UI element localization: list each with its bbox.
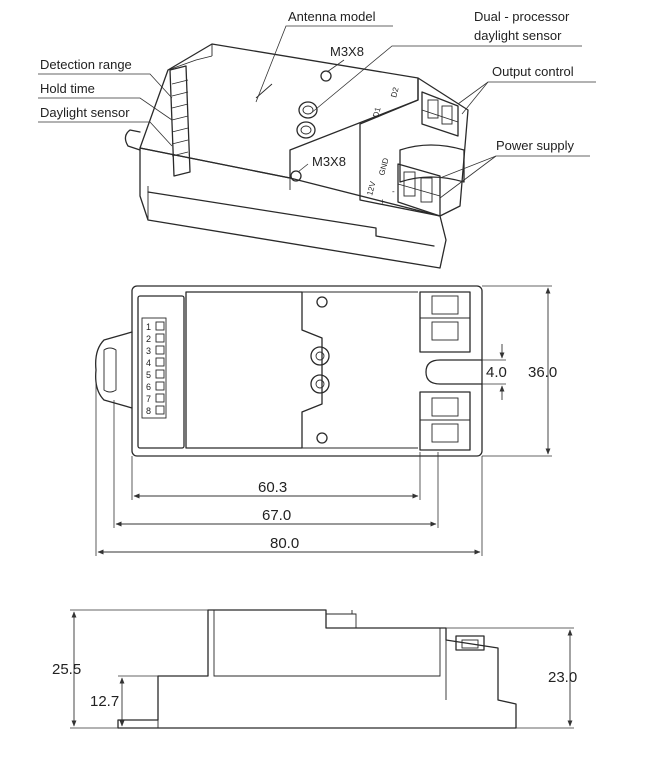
dip-number: 8 (146, 406, 151, 416)
iso-right-body (359, 77, 469, 217)
screw-top-label: M3X8 (330, 44, 364, 59)
dip-number: 7 (146, 394, 151, 404)
callout-antenna-model: Antenna model (288, 9, 376, 24)
top-dip-switch (141, 317, 167, 419)
side-view: 25.5 12.7 23.0 (52, 609, 577, 729)
callout-detection-range: Detection range (40, 57, 132, 72)
callout-dual-processor: Dual - processor (474, 9, 570, 24)
callout-daylight-sensor: Daylight sensor (40, 105, 130, 120)
screw-mid-label: M3X8 (312, 154, 346, 169)
dim-670-label: 67.0 (262, 507, 291, 524)
top-dip-area (137, 295, 185, 449)
dim-slot-label: 4.0 (486, 364, 507, 381)
callout-output-control: Output control (492, 64, 574, 79)
terminal-minus-label: - (392, 187, 395, 196)
top-screw-lower (316, 432, 328, 444)
dip-number: 6 (146, 382, 151, 392)
dip-number: 3 (146, 346, 151, 356)
iso-sensor-lenses (296, 101, 318, 139)
power-terminal-block (397, 163, 441, 217)
dim-603-label: 60.3 (258, 479, 287, 496)
dim-800-label: 80.0 (270, 535, 299, 552)
dip-number: 2 (146, 334, 151, 344)
output-terminal-block (421, 91, 459, 137)
dip-switch-levers (155, 321, 165, 415)
top-outline (131, 285, 483, 457)
iso-dip-switch (169, 65, 191, 177)
side-terminal (455, 635, 485, 651)
iso-screw-mid (290, 170, 302, 182)
dim-255-label: 25.5 (52, 661, 81, 678)
top-sensor-lenses (310, 346, 330, 394)
terminal-d2-label: D2 (389, 86, 400, 99)
callout-power-supply: Power supply (496, 138, 575, 153)
dim-127-label: 12.7 (90, 693, 119, 710)
terminal-12v-label: 12V (365, 180, 378, 197)
dip-number: 1 (146, 322, 151, 332)
dip-switch-numbers: 1 2 3 4 5 6 7 8 (146, 322, 151, 416)
top-wire-slot (425, 359, 483, 385)
terminal-d1-label: D1 (371, 106, 382, 119)
terminal-plus-label: + (380, 197, 385, 206)
top-view: 1 2 3 4 5 6 7 8 (95, 285, 557, 556)
callout-daylight-sensor-line2: daylight sensor (474, 28, 562, 43)
dim-width-label: 36.0 (528, 364, 557, 381)
dip-number: 4 (146, 358, 151, 368)
top-center-module (185, 291, 323, 449)
top-terminal-output (419, 291, 471, 353)
dip-number: 5 (146, 370, 151, 380)
top-mounting-tab (95, 331, 133, 409)
iso-screw-top (320, 70, 332, 82)
iso-base (139, 147, 447, 269)
dim-230-label: 23.0 (548, 669, 577, 686)
terminal-gnd-label: GND (377, 157, 390, 177)
top-terminal-power (419, 391, 471, 451)
iso-mounting-tab (124, 129, 141, 151)
top-screw-upper (316, 296, 328, 308)
callout-hold-time: Hold time (40, 81, 95, 96)
wire-channel (399, 144, 465, 183)
isometric-view: D1 D2 12V GND + - Antenna model Dual - p… (38, 9, 596, 269)
